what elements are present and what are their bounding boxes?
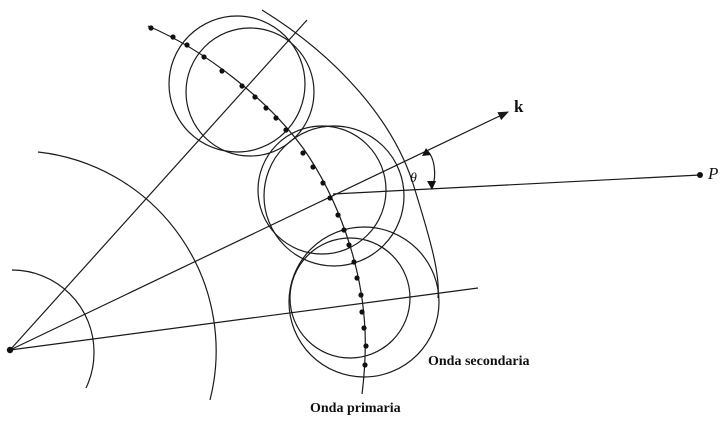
theta-arrow-top — [422, 148, 431, 156]
primary-wavefront-points — [148, 25, 369, 368]
wavelet-circle-middle-b — [263, 125, 405, 267]
label-k: k — [514, 97, 524, 116]
primary-wavefront — [147, 25, 366, 395]
label-P: P — [707, 164, 718, 183]
middle-wavefront-arc — [37, 151, 217, 401]
label-primary-wave: Onda primaria — [310, 401, 401, 416]
wavelet-circle-middle-a — [257, 125, 387, 255]
theta-arrow-bottom — [427, 181, 436, 190]
point-P-marker — [697, 172, 703, 178]
point-source — [6, 346, 14, 354]
ray-lower — [9, 287, 479, 351]
label-secondary-wave: Onda secondaria — [428, 354, 530, 369]
label-theta: θ — [410, 171, 417, 186]
ray-upper — [9, 19, 308, 351]
wavelet-circle-lower-b — [288, 226, 440, 378]
secondary-wave-envelope — [261, 9, 439, 299]
wavelet-circle-upper-b — [185, 27, 315, 157]
wavelet-circle-upper-a — [168, 15, 306, 153]
line-to-point-P — [332, 174, 701, 195]
wavelet-circle-lower-a — [289, 237, 411, 359]
ray-k — [9, 111, 509, 351]
